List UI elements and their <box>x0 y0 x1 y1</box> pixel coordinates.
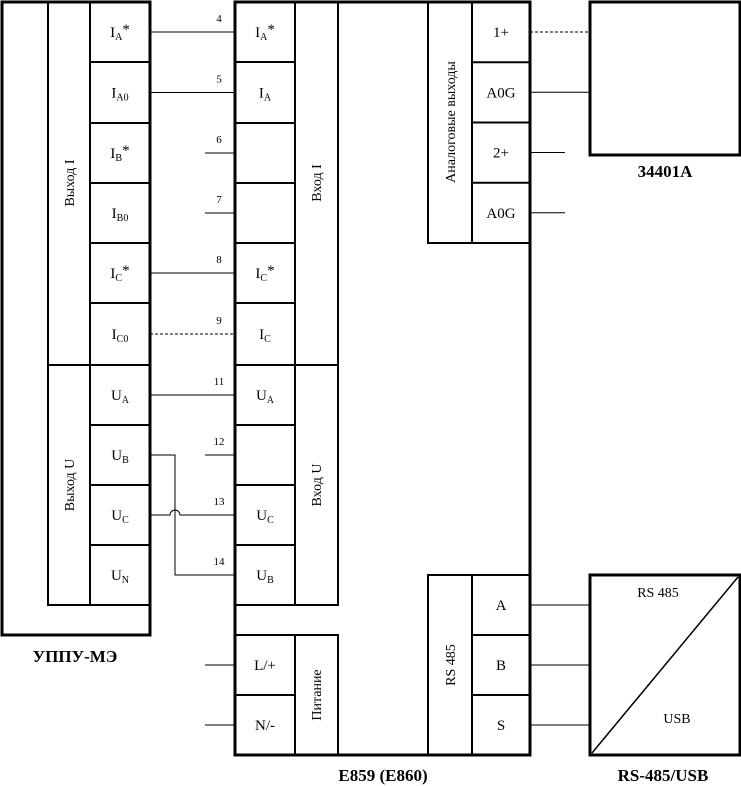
meter-power-terminal-line: L/+ <box>254 658 276 674</box>
meter-terminal-10-sub: B <box>267 575 274 586</box>
uppu-output-i-label: Выход I <box>63 159 78 206</box>
wire-number-13: 13 <box>214 496 226 508</box>
meter-terminal-2-sub: A <box>264 93 272 104</box>
meter-terminal-5-suffix: * <box>267 263 275 279</box>
wire-number-9: 9 <box>216 315 222 327</box>
uppu-terminal-ic: IC* <box>110 263 129 284</box>
meter-terminal-6-sub: C <box>264 334 271 345</box>
uppu-terminal-ia-sub: A <box>115 32 123 43</box>
meter-terminal-5-sub: C <box>260 273 267 284</box>
meter-terminal-10: UB <box>256 568 274 586</box>
meter-terminal-9: UC <box>256 508 274 526</box>
uppu-terminal-ib: IB* <box>110 143 129 164</box>
uppu-terminal-ua-sub: A <box>122 395 130 406</box>
uppu-terminal-ia0-sub: A0 <box>116 93 128 104</box>
meter-analog-label: Аналоговые выходы <box>444 61 459 183</box>
wire-14 <box>150 454 235 576</box>
converter-diagonal <box>591 576 739 754</box>
uppu-terminal-ub: UB <box>111 448 129 466</box>
wire-number-4: 4 <box>216 13 222 25</box>
multimeter-box <box>588 0 741 157</box>
uppu-terminal-un: UN <box>111 568 129 586</box>
uppu-terminal-ub-sub: B <box>122 455 129 466</box>
wire-number-8: 8 <box>216 254 222 266</box>
converter-rs485-label: RS 485 <box>637 586 679 601</box>
meter-power-label: Питание <box>310 669 325 720</box>
wire-13 <box>150 509 235 516</box>
uppu-terminal-ib0-sub: B0 <box>117 213 129 224</box>
uppu-terminal-ib0: IB0 <box>112 206 129 224</box>
meter-terminal-5: IC* <box>255 263 274 284</box>
wire-number-12: 12 <box>214 436 225 448</box>
uppu-terminal-uc: UC <box>111 508 129 526</box>
meter-terminal-1-sub: A <box>260 32 268 43</box>
meter-terminal-9-sub: C <box>267 515 274 526</box>
converter-usb-label: USB <box>663 712 690 727</box>
wire-number-5: 5 <box>216 74 222 86</box>
wire-number-11: 11 <box>214 376 225 388</box>
uppu-terminal-ic0: IC0 <box>112 327 129 345</box>
analog-terminal-3: 2+ <box>493 146 509 162</box>
meter-input-i-label: Вход I <box>310 164 325 202</box>
uppu-terminal-ic-suffix: * <box>122 263 130 279</box>
uppu-output-u-label: Выход U <box>63 459 78 512</box>
multimeter-caption: 34401A <box>638 162 694 181</box>
analog-terminal-1: 1+ <box>493 25 509 41</box>
meter-input-u-label: Вход U <box>310 464 325 507</box>
uppu-terminal-un-sub: N <box>122 575 129 586</box>
uppu-terminal-ia-suffix: * <box>122 22 130 38</box>
uppu-caption: УППУ-МЭ <box>33 647 118 666</box>
wire-number-7: 7 <box>216 194 222 206</box>
uppu-terminal-ia0: IA0 <box>111 86 128 104</box>
meter-terminal-1: IA* <box>255 22 275 43</box>
wire-number-6: 6 <box>216 134 222 146</box>
analog-terminal-2: A0G <box>486 85 515 101</box>
meter-rs485-label: RS 485 <box>444 644 459 686</box>
meter-power-terminal-neutral: N/- <box>255 718 275 734</box>
converter-caption: RS-485/USB <box>618 766 709 785</box>
uppu-terminal-ib-suffix: * <box>122 143 130 159</box>
uppu-terminal-ic-sub: C <box>115 273 122 284</box>
meter-terminal-6: IC <box>259 327 271 345</box>
rs485-terminal-a: A <box>496 598 507 614</box>
uppu-terminal-ic0-sub: C0 <box>117 334 129 345</box>
meter-terminal-7-sub: A <box>267 395 275 406</box>
uppu-terminal-ib-sub: B <box>115 153 122 164</box>
meter-device-box <box>233 0 532 757</box>
wire-number-14: 14 <box>214 556 226 568</box>
uppu-terminal-ia: IA* <box>110 22 130 43</box>
uppu-terminal-ua: UA <box>111 388 130 406</box>
rs485-terminal-s: S <box>497 718 505 734</box>
analog-terminal-4: A0G <box>486 206 515 222</box>
meter-terminal-1-suffix: * <box>267 22 275 38</box>
rs485-terminal-b: B <box>496 658 506 674</box>
meter-terminal-2: IA <box>259 86 272 104</box>
meter-terminal-7: UA <box>256 388 275 406</box>
meter-caption: E859 (E860) <box>338 766 427 785</box>
uppu-terminal-uc-sub: C <box>122 515 129 526</box>
